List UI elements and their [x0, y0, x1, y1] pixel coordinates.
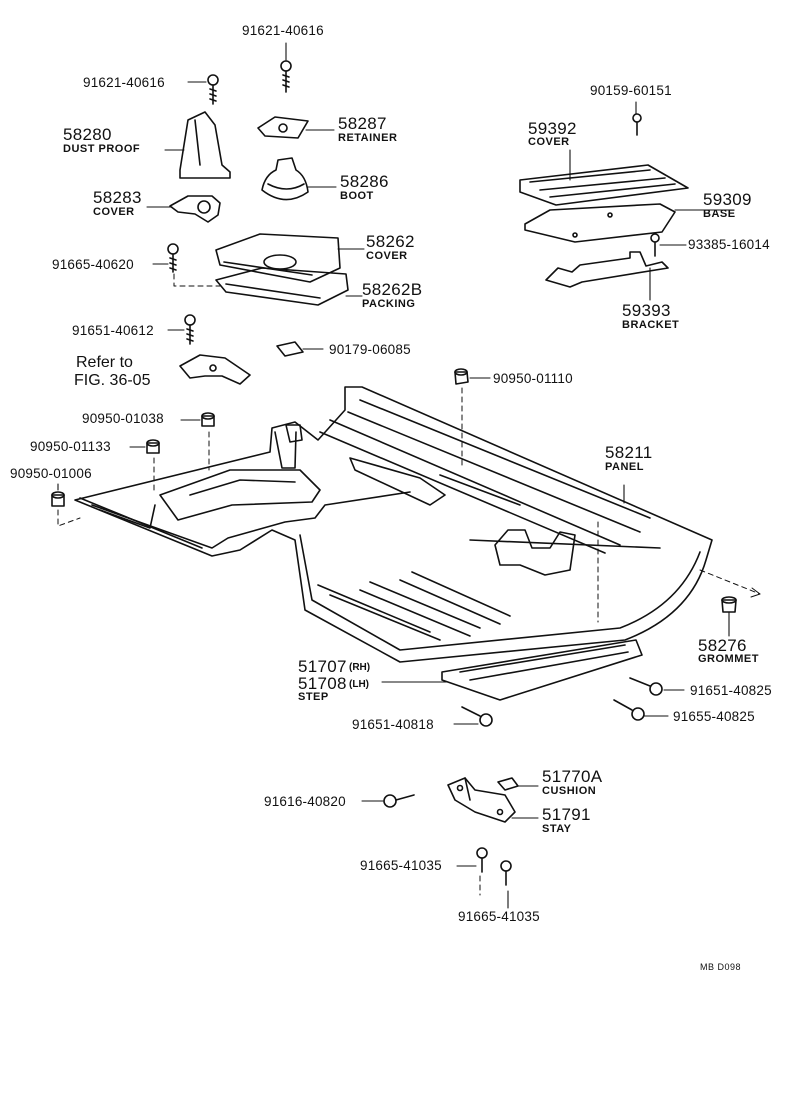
- part-number-59392: 59392: [528, 119, 577, 138]
- side-rh: (RH): [349, 662, 371, 673]
- cover-59392-drawing: [519, 164, 689, 206]
- label-93385-16014: 93385-16014: [688, 237, 770, 252]
- label-90159-60151: 90159-60151: [590, 83, 672, 98]
- plug-90950-c-drawing: [146, 439, 160, 454]
- bolt-90159-drawing: [632, 113, 642, 136]
- label-90950-01110: 90950-01110: [493, 371, 573, 386]
- part-name-base: BASE: [703, 208, 736, 220]
- part-name-cover-58283: COVER: [93, 206, 135, 218]
- part-name-boot: BOOT: [340, 190, 374, 202]
- part-number-51708: 51708: [298, 674, 347, 693]
- part-name-grommet: GROMMET: [698, 653, 759, 665]
- part-number-58286: 58286: [340, 172, 389, 191]
- cover-58283-drawing: [169, 195, 221, 223]
- bolt-91651-b-drawing: [629, 677, 663, 696]
- part-name-cover-59392: COVER: [528, 136, 570, 148]
- part-name-packing: PACKING: [362, 298, 416, 310]
- plug-90950-b-drawing: [201, 412, 215, 427]
- bracket-59393-drawing: [545, 251, 669, 288]
- part-name-dust-proof: DUST PROOF: [63, 143, 141, 155]
- bolt-91616-drawing: [383, 794, 415, 808]
- part-number-58262: 58262: [366, 232, 415, 251]
- part-number-58211: 58211: [605, 443, 653, 462]
- bolt-91621-a-drawing: [280, 60, 292, 93]
- packing-drawing: [215, 267, 349, 306]
- bolt-91665-b-drawing: [476, 847, 488, 873]
- bolt-91621-b-drawing: [207, 74, 219, 105]
- label-91621-40616-top: 91621-40616: [242, 23, 324, 38]
- diagram-code: MB D098: [700, 962, 742, 972]
- reference-line-2: FIG. 36-05: [74, 372, 151, 389]
- part-number-51770a: 51770A: [542, 767, 603, 786]
- label-90950-01038: 90950-01038: [82, 411, 164, 426]
- step-drawing: [441, 639, 643, 701]
- plug-90950-a-drawing: [454, 368, 469, 385]
- label-91616-40820: 91616-40820: [264, 794, 346, 809]
- label-91651-40818: 91651-40818: [352, 717, 434, 732]
- leader-lines: [57, 42, 731, 909]
- bolt-91655-drawing: [613, 699, 645, 721]
- part-number-51791: 51791: [542, 805, 591, 824]
- label-91665-41035-a: 91665-41035: [360, 858, 442, 873]
- bolt-91651-c-drawing: [461, 706, 493, 727]
- part-name-retainer: RETAINER: [338, 132, 398, 144]
- part-name-step: STEP: [298, 691, 329, 703]
- label-91651-40825: 91651-40825: [690, 683, 772, 698]
- part-number-59309: 59309: [703, 190, 752, 209]
- label-90950-01133: 90950-01133: [30, 439, 111, 454]
- part-number-51707: 51707: [298, 657, 347, 676]
- part-name-cushion: CUSHION: [542, 785, 597, 797]
- part-name-panel: PANEL: [605, 461, 644, 473]
- lever-ref-drawing: [179, 354, 251, 385]
- part-name-bracket: BRACKET: [622, 319, 680, 331]
- part-name-cover-58262: COVER: [366, 250, 408, 262]
- part-number-58287: 58287: [338, 114, 387, 133]
- label-91651-40612: 91651-40612: [72, 323, 154, 338]
- dashed-lines: [57, 273, 761, 896]
- plug-90950-d-drawing: [51, 491, 65, 507]
- dust-proof-drawing: [179, 111, 231, 179]
- part-number-58280: 58280: [63, 125, 112, 144]
- label-91665-40620: 91665-40620: [52, 257, 134, 272]
- part-number-58276: 58276: [698, 636, 747, 655]
- reference-line-1: Refer to: [76, 354, 133, 371]
- bracket-90179-drawing: [276, 341, 304, 357]
- label-90179-06085: 90179-06085: [329, 342, 411, 357]
- label-91655-40825: 91655-40825: [673, 709, 755, 724]
- label-90950-01006: 90950-01006: [10, 466, 92, 481]
- part-name-stay: STAY: [542, 823, 572, 835]
- stay-drawing: [447, 777, 519, 823]
- bolt-91665-a-drawing: [167, 243, 179, 273]
- bolt-93385-drawing: [650, 233, 660, 257]
- label-91665-41035-b: 91665-41035: [458, 909, 540, 924]
- retainer-drawing: [257, 116, 309, 139]
- side-lh: (LH): [349, 679, 369, 690]
- arrow-marks: [750, 587, 761, 598]
- part-number-58283: 58283: [93, 188, 142, 207]
- base-drawing: [524, 203, 676, 243]
- label-91621-40616-left: 91621-40616: [83, 75, 165, 90]
- floor-panel-drawing: [74, 386, 713, 663]
- bolt-91651-a-drawing: [184, 314, 196, 345]
- boot-drawing: [261, 157, 309, 201]
- bolt-91665-c-drawing: [500, 860, 512, 886]
- grommet-drawing: [721, 596, 737, 613]
- part-number-58262b: 58262B: [362, 280, 423, 299]
- part-number-59393: 59393: [622, 301, 671, 320]
